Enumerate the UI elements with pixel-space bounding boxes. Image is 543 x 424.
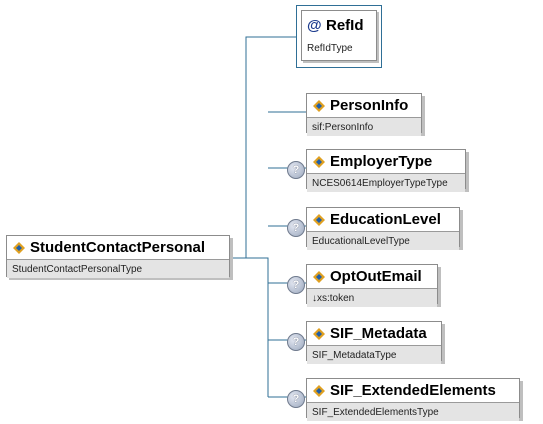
child-element-name: SIF_ExtendedElements [330,382,496,399]
child-element-box-sif-metadata[interactable]: SIF_Metadata SIF_MetadataType [306,321,442,364]
child-element-name: EducationLevel [330,211,441,228]
element-diamond-icon [313,327,325,340]
child-element-box-optoutemail[interactable]: OptOutEmail ↓xs:token [306,264,438,307]
element-diamond-icon [313,155,325,168]
connector-root-attribute [230,36,296,259]
child-element-type: sif:PersonInfo [307,117,421,136]
attribute-group-box: @ RefId RefIdType [296,5,382,68]
attribute-box[interactable]: @ RefId RefIdType [301,10,377,61]
child-element-box-personinfo[interactable]: PersonInfo sif:PersonInfo [306,93,422,136]
attribute-at-icon: @ [307,16,322,34]
element-diamond-icon [313,99,325,112]
child-element-type: EducationalLevelType [307,231,459,250]
optional-question-icon: ? [287,390,305,408]
root-element-name: StudentContactPersonal [30,239,206,256]
child-element-name: EmployerType [330,153,433,170]
connector-root-children-trunk [230,257,269,397]
child-element-name: OptOutEmail [330,268,422,285]
element-diamond-icon [13,241,25,254]
element-diamond-icon [313,270,325,283]
child-element-name: SIF_Metadata [330,325,427,342]
child-element-name: PersonInfo [330,97,409,114]
root-element-box[interactable]: StudentContactPersonal StudentContactPer… [6,235,230,278]
child-element-type: SIF_MetadataType [307,345,441,364]
child-element-box-employertype[interactable]: EmployerType NCES0614EmployerTypeType [306,149,466,192]
element-diamond-icon [313,384,325,397]
child-element-type: NCES0614EmployerTypeType [307,173,465,192]
child-element-type: SIF_ExtendedElementsType [307,402,519,421]
attribute-name: RefId [326,16,364,34]
child-element-type: ↓xs:token [307,288,437,307]
attribute-type: RefIdType [302,39,376,57]
optional-question-icon: ? [287,219,305,237]
optional-question-icon: ? [287,161,305,179]
child-element-box-sif-extendedelements[interactable]: SIF_ExtendedElements SIF_ExtendedElement… [306,378,520,421]
root-element-type: StudentContactPersonalType [7,259,229,278]
child-element-box-educationlevel[interactable]: EducationLevel EducationalLevelType [306,207,460,250]
optional-question-icon: ? [287,333,305,351]
optional-question-icon: ? [287,276,305,294]
element-diamond-icon [313,213,325,226]
